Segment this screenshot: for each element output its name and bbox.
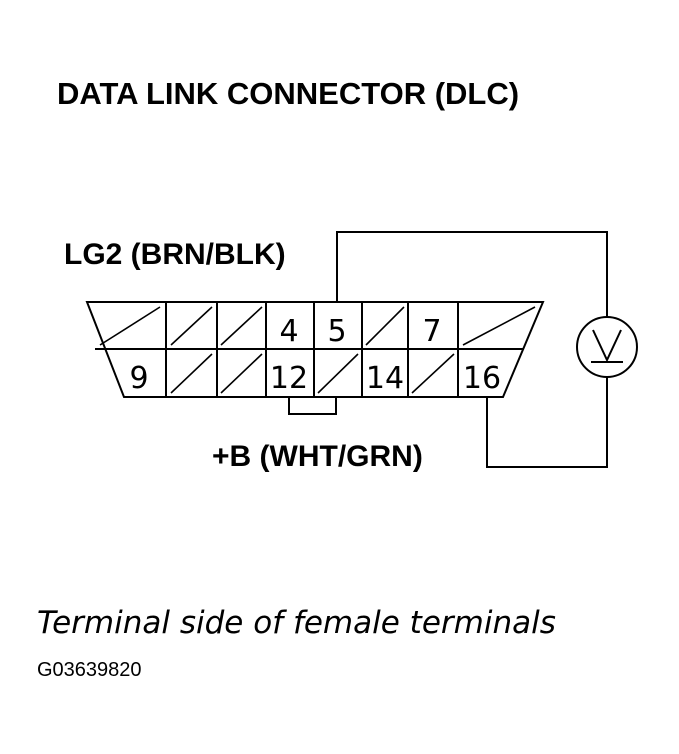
pin-16-label: 16: [463, 361, 501, 396]
test-circuit-wire: [336, 231, 608, 468]
figure-caption: Terminal side of female terminals: [37, 605, 556, 641]
diagram-title: DATA LINK CONNECTOR (DLC): [57, 76, 519, 111]
pin-14-label: 14: [366, 361, 404, 396]
figure-code: G03639820: [37, 659, 142, 681]
pin-12-label: 12: [270, 361, 308, 396]
lg2-wire-label: LG2 (BRN/BLK): [64, 238, 286, 271]
pin-4-label: 4: [279, 314, 298, 349]
pin-5-label: 5: [327, 314, 346, 349]
pin-7-label: 7: [422, 314, 441, 349]
voltmeter-icon: [576, 316, 638, 378]
plus-b-wire-label: +B (WHT/GRN): [212, 440, 423, 473]
connector-body: [85, 301, 545, 415]
unused-cavity-slashes: [99, 306, 536, 394]
pin-9-label: 9: [129, 361, 148, 396]
